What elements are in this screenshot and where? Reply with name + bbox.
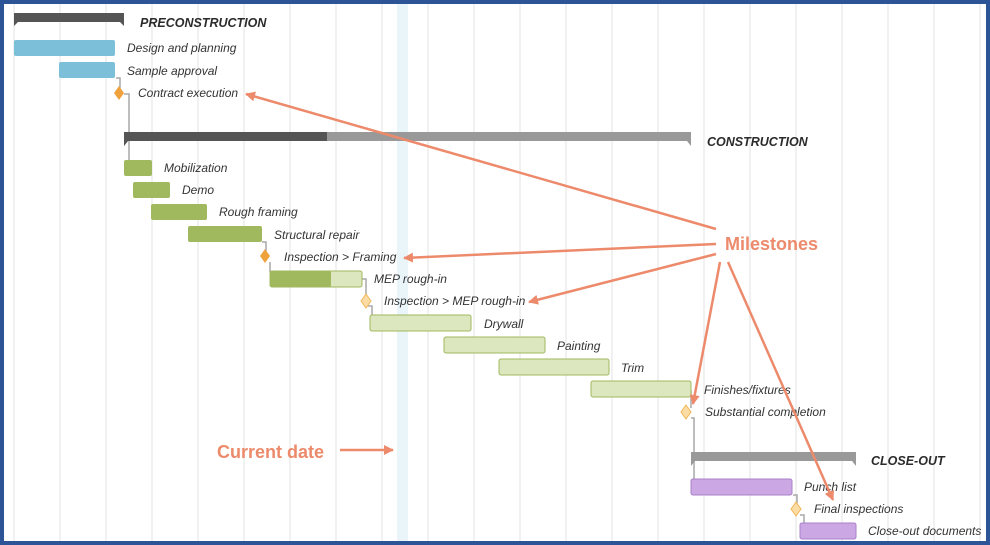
inspection-framing-label: Inspection > Framing xyxy=(284,250,397,264)
contract-execution-milestone[interactable] xyxy=(114,86,124,100)
structural-repair-label: Structural repair xyxy=(274,228,360,242)
drywall-bar[interactable] xyxy=(369,314,472,332)
timeline-gridlines xyxy=(13,4,981,541)
punch-list-bar[interactable] xyxy=(690,478,793,496)
dependency-line xyxy=(793,494,798,504)
painting-label: Painting xyxy=(557,339,601,353)
preconstruction-group-label: PRECONSTRUCTION xyxy=(140,16,267,30)
mobilization-label: Mobilization xyxy=(164,161,228,175)
dependency-line xyxy=(116,77,121,88)
dependency-line xyxy=(124,93,130,161)
final-inspections-label: Final inspections xyxy=(814,502,903,516)
sample-approval-bar[interactable] xyxy=(59,62,115,78)
milestone-arrow xyxy=(245,91,717,231)
rough-framing-label: Rough framing xyxy=(219,205,298,219)
substantial-completion-milestone[interactable] xyxy=(680,404,692,420)
mep-rough-in-progress-fill xyxy=(270,271,331,287)
painting-bar[interactable] xyxy=(443,336,546,354)
design-and-planning-label: Design and planning xyxy=(127,41,237,55)
mobilization-bar[interactable] xyxy=(124,160,152,176)
closeout-documents-label: Close-out documents xyxy=(868,524,981,538)
trim-label: Trim xyxy=(621,361,644,375)
dependency-line xyxy=(800,514,805,525)
milestone-arrow xyxy=(528,252,717,305)
final-inspections-milestone[interactable] xyxy=(790,501,802,517)
dependency-line xyxy=(262,241,267,251)
demo-bar[interactable] xyxy=(133,182,170,198)
inspection-mep-milestone[interactable] xyxy=(360,293,372,309)
inspection-mep-label: Inspection > MEP rough-in xyxy=(384,294,526,308)
closeout-group-label: CLOSE-OUT xyxy=(871,454,946,468)
milestone-callout: Milestones xyxy=(245,91,835,501)
punch-list-label: Punch list xyxy=(804,480,857,494)
finishes-fixtures-label: Finishes/fixtures xyxy=(704,383,791,397)
preconstruction-summary-bar[interactable] xyxy=(14,13,124,26)
construction-progress-fill xyxy=(124,132,327,146)
current-date-annotation: Current date xyxy=(217,442,324,462)
dependency-line xyxy=(691,417,695,480)
current-date-callout: Current date xyxy=(217,442,394,462)
contract-execution-label: Contract execution xyxy=(138,86,238,100)
design-and-planning-bar[interactable] xyxy=(14,40,115,56)
rough-framing-bar[interactable] xyxy=(151,204,207,220)
inspection-framing-milestone[interactable] xyxy=(260,249,270,263)
mep-rough-in-label: MEP rough-in xyxy=(374,272,447,286)
substantial-completion-label: Substantial completion xyxy=(705,405,826,419)
milestones-annotation: Milestones xyxy=(725,234,818,254)
milestone-arrow xyxy=(726,261,835,501)
milestone-arrow xyxy=(403,242,717,263)
dependency-line xyxy=(362,278,367,296)
milestone-arrow xyxy=(689,261,722,405)
current-date-band xyxy=(397,4,408,541)
drywall-label: Drywall xyxy=(484,317,524,331)
trim-bar[interactable] xyxy=(498,358,610,376)
closeout-documents-bar[interactable] xyxy=(799,522,857,540)
construction-group-label: CONSTRUCTION xyxy=(707,135,809,149)
demo-label: Demo xyxy=(182,183,214,197)
gantt-chart: PRECONSTRUCTION Design and planning Samp… xyxy=(13,4,981,541)
finishes-fixtures-bar[interactable] xyxy=(590,380,692,398)
closeout-summary-bar[interactable] xyxy=(691,452,856,466)
sample-approval-label: Sample approval xyxy=(127,64,217,78)
structural-repair-bar[interactable] xyxy=(188,226,262,242)
dependency-line xyxy=(368,305,373,316)
